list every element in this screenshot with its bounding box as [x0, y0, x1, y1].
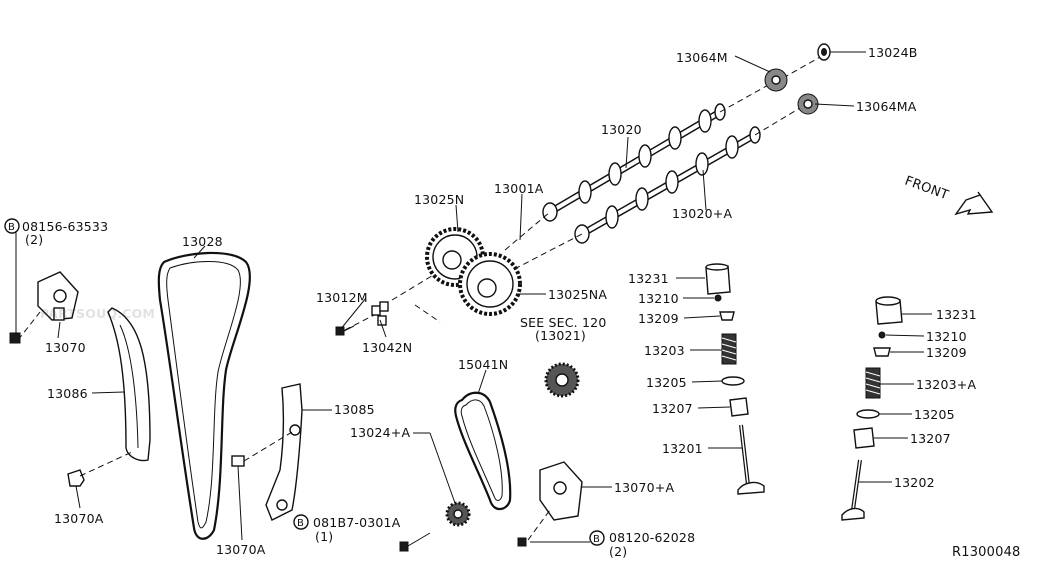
sprocket-13064m[interactable]	[764, 68, 788, 92]
valve-retainer-13209-left[interactable]	[719, 311, 735, 321]
label-13207-left: 13207	[652, 401, 693, 416]
label-13207-right: 13207	[910, 431, 951, 446]
valve-seat-13205-right[interactable]	[856, 409, 880, 419]
label-b-marker: B	[8, 222, 15, 233]
leader-lines	[15, 51, 932, 543]
valve-seat-13205-left[interactable]	[721, 376, 745, 386]
label-13024a: 13024+A	[350, 425, 410, 440]
chain-tensioner-13070a-plus[interactable]	[517, 461, 583, 547]
label-13086: 13086	[47, 386, 88, 401]
label-13209-right: 13209	[926, 345, 967, 360]
label-13085: 13085	[334, 402, 375, 417]
label-13203a: 13203+A	[916, 377, 976, 392]
label-13209-left: 13209	[638, 311, 679, 326]
camshaft-exhaust-13020a[interactable]	[574, 126, 761, 244]
front-direction-arrow-icon	[954, 191, 994, 216]
valve-retainer-13209-right[interactable]	[873, 347, 891, 357]
diagram-reference: R1300048	[952, 545, 1021, 560]
chain-tensioner-13070[interactable]	[9, 271, 79, 344]
label-see-sec-ref: (13021)	[535, 328, 586, 343]
label-13203: 13203	[644, 343, 685, 358]
bolt-13012m[interactable]	[335, 325, 355, 336]
label-081b7-qty: (1)	[315, 529, 333, 544]
label-see-sec-120: SEE SEC. 120	[520, 315, 606, 330]
label-13020a: 13020+A	[672, 206, 732, 221]
label-b-marker: B	[297, 518, 304, 529]
label-b-marker: B	[593, 534, 600, 545]
label-13205-left: 13205	[646, 375, 687, 390]
label-13205-right: 13205	[914, 407, 955, 422]
label-13028: 13028	[182, 234, 223, 249]
label-13025na: 13025NA	[548, 287, 607, 302]
valve-collet-13210-right[interactable]	[878, 331, 886, 339]
label-13064m: 13064M	[676, 50, 728, 65]
label-13231-right: 13231	[936, 307, 977, 322]
label-13042n: 13042N	[362, 340, 412, 355]
label-13025n: 13025N	[414, 192, 464, 207]
valve-13201[interactable]	[737, 424, 765, 495]
label-08120-qty: (2)	[609, 544, 627, 559]
camshaft-intake-13020[interactable]	[542, 103, 726, 222]
watermark: PARTSOUQ.COM	[40, 306, 155, 321]
label-081b7-0301a: 081B7-0301A	[313, 515, 401, 530]
valve-collet-13210-left[interactable]	[714, 294, 722, 302]
circled-b-bolt-icon	[589, 530, 605, 546]
nut-13042n[interactable]	[371, 301, 389, 326]
sprocket-13024a[interactable]	[445, 501, 471, 527]
label-13070a-plus: 13070+A	[614, 480, 674, 495]
label-13001a: 13001A	[494, 181, 544, 196]
valve-spring-13203a[interactable]	[865, 367, 881, 399]
label-13210-left: 13210	[638, 291, 679, 306]
valve-lifter-13231-left[interactable]	[705, 263, 731, 295]
label-13070: 13070	[45, 340, 86, 355]
label-13201: 13201	[662, 441, 703, 456]
valve-lifter-13231-right[interactable]	[875, 296, 903, 325]
slack-guide-13085[interactable]	[265, 383, 303, 521]
label-13070a-left: 13070A	[54, 511, 104, 526]
label-13012m: 13012M	[316, 290, 368, 305]
label-15041n: 15041N	[458, 357, 508, 372]
timing-chain-13028[interactable]	[157, 251, 251, 540]
valve-seal-13207-left[interactable]	[729, 397, 749, 417]
crank-sprocket-13021[interactable]	[544, 362, 580, 398]
valve-spring-13203[interactable]	[721, 333, 737, 365]
label-13070a-bottom: 13070A	[216, 542, 266, 557]
label-13020: 13020	[601, 122, 642, 137]
circled-b-bolt-icon	[4, 218, 20, 234]
label-13231-left: 13231	[628, 271, 669, 286]
label-08156-qty: (2)	[25, 232, 43, 247]
circled-b-bolt-icon	[293, 514, 309, 530]
valve-seal-13207-right[interactable]	[853, 427, 875, 449]
cam-sprocket-13025na[interactable]	[458, 252, 522, 316]
bolt-13070a-left[interactable]	[67, 451, 133, 487]
front-label: FRONT	[903, 174, 951, 204]
oil-pump-chain-15041n[interactable]	[454, 391, 512, 511]
valve-13202[interactable]	[841, 459, 865, 521]
label-08120-62028: 08120-62028	[609, 530, 695, 545]
label-13202: 13202	[894, 475, 935, 490]
washer-13024b[interactable]	[817, 43, 831, 61]
chain-guide-13086[interactable]	[107, 307, 151, 462]
bolt-081b7-0301a[interactable]	[399, 532, 431, 552]
label-08156-63533: 08156-63533	[22, 219, 108, 234]
label-13024b: 13024B	[868, 45, 918, 60]
label-13064ma: 13064MA	[856, 99, 917, 114]
sprocket-13064ma[interactable]	[797, 93, 819, 115]
label-13210-right: 13210	[926, 329, 967, 344]
